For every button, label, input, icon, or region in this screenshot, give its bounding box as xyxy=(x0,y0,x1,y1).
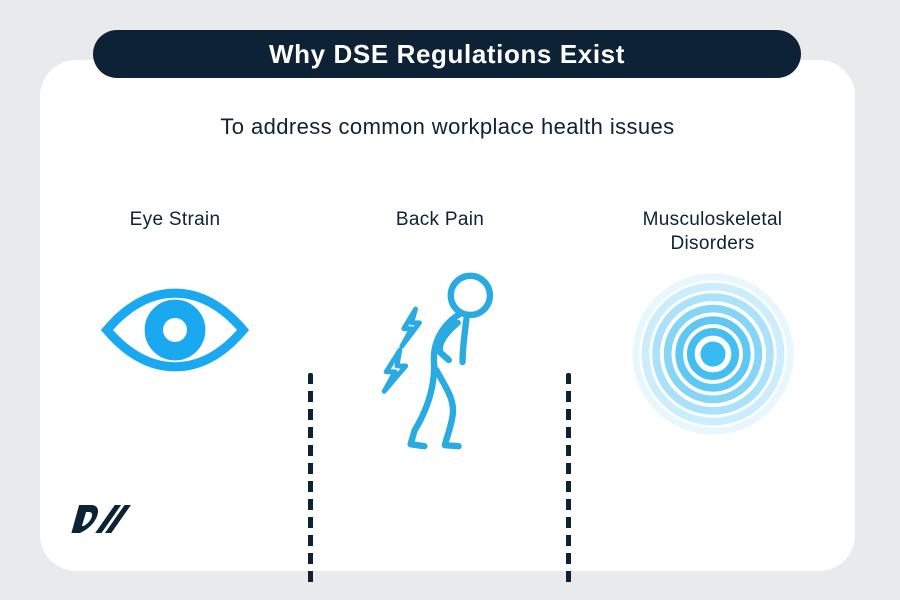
column-musculoskeletal: Musculoskeletal Disorders xyxy=(570,208,855,436)
radiating-pain-icon xyxy=(570,272,855,436)
eye-icon xyxy=(40,284,310,376)
column-back-pain: Back Pain xyxy=(312,208,568,454)
column-eye-strain: Eye Strain xyxy=(40,208,310,376)
columns-row: Eye Strain Back Pain xyxy=(40,208,855,589)
content-card: To address common workplace health issue… xyxy=(40,60,855,589)
header-banner: Why DSE Regulations Exist xyxy=(93,30,801,78)
dashed-divider-right xyxy=(566,373,571,589)
dashed-divider-left xyxy=(308,373,313,589)
column-label-eye-strain: Eye Strain xyxy=(129,209,221,230)
brand-logo-dw xyxy=(70,498,140,540)
subtitle: To address common workplace health issue… xyxy=(220,114,675,139)
page-title: Why DSE Regulations Exist xyxy=(269,38,625,69)
column-label-musculoskeletal: Musculoskeletal Disorders xyxy=(642,209,783,254)
back-pain-icon xyxy=(312,268,568,454)
column-label-back-pain: Back Pain xyxy=(395,209,485,230)
